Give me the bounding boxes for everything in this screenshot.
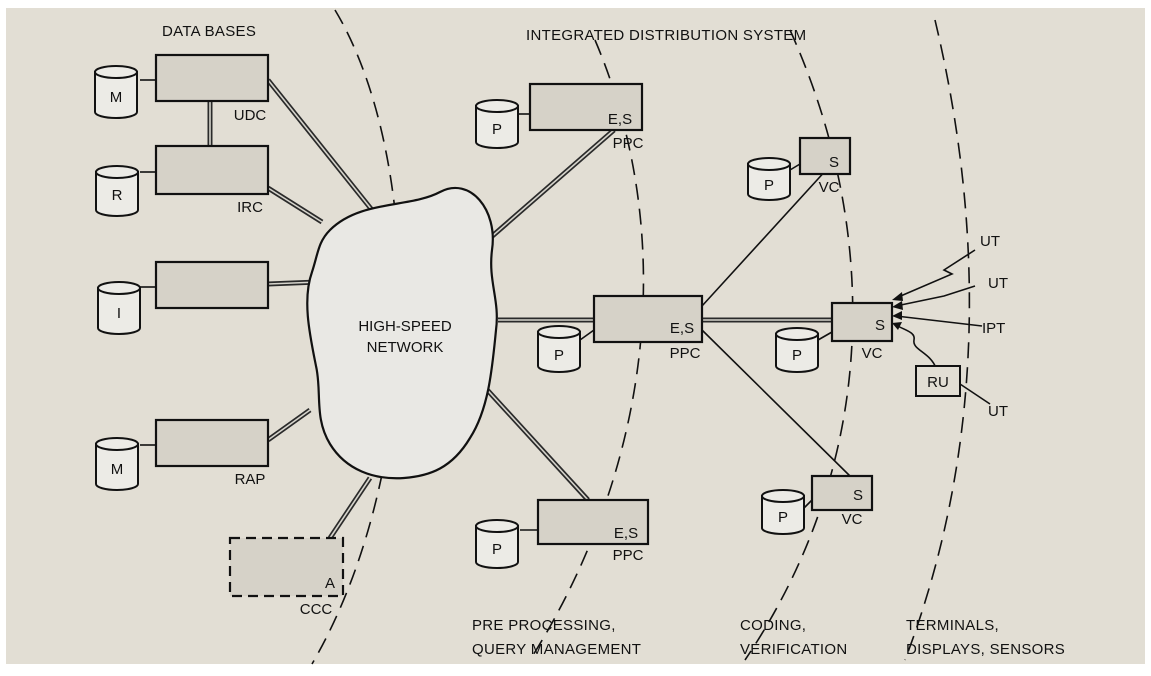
- node-label: VC: [842, 511, 863, 528]
- section-coding-line1: CODING,: [740, 617, 806, 634]
- vc-top: P S VC: [747, 136, 852, 201]
- node-label: VC: [862, 345, 883, 362]
- disk-icon: [475, 519, 519, 569]
- node-tag: E,S: [608, 111, 632, 128]
- section-integrated-distribution-system: INTEGRATED DISTRIBUTION SYSTEM: [526, 27, 806, 44]
- disk-label: P: [492, 121, 502, 138]
- disk-label: M: [110, 89, 123, 106]
- ppc-middle: P E,S PPC: [537, 294, 704, 373]
- node-tag: S: [853, 487, 863, 504]
- node-tag: S: [875, 317, 885, 334]
- remote-unit: RU: [915, 365, 961, 397]
- disk-label: R: [112, 187, 123, 204]
- node-label: RAP: [235, 471, 266, 488]
- database-ccc: A CCC: [228, 536, 345, 618]
- node-label: IRC: [237, 199, 263, 216]
- high-speed-network: HIGH-SPEED NETWORK: [306, 186, 498, 480]
- node-label: PPC: [613, 547, 644, 564]
- disk-icon: [94, 65, 138, 119]
- disk-label: P: [492, 541, 502, 558]
- section-databases: DATA BASES: [162, 23, 256, 40]
- terminal-ut-2: UT: [988, 275, 1008, 292]
- disk-label: P: [778, 509, 788, 526]
- terminal-ut-1: UT: [980, 233, 1000, 250]
- link-ppc-vc-bottom: [701, 329, 853, 479]
- database-irc: R IRC: [95, 144, 270, 217]
- disk-label: P: [792, 347, 802, 364]
- database-i: I: [97, 260, 270, 335]
- disk-label: M: [111, 461, 124, 478]
- disk-label: P: [764, 177, 774, 194]
- disk-icon: [95, 437, 139, 491]
- remote-unit-label: RU: [927, 374, 949, 391]
- zone-arc-preprocessing: [529, 39, 645, 661]
- section-preprocessing-line1: PRE PROCESSING,: [472, 617, 616, 634]
- node-label: VC: [819, 179, 840, 196]
- node-label: CCC: [300, 601, 333, 618]
- terminal-ut-3: UT: [988, 403, 1008, 420]
- vc-middle: P S VC: [775, 301, 894, 373]
- vc-bottom: P S VC: [761, 474, 874, 535]
- network-label-line2: NETWORK: [367, 339, 444, 356]
- section-preprocessing-line2: QUERY MANAGEMENT: [472, 641, 641, 658]
- disk-icon: [761, 489, 805, 535]
- section-coding-line2: VERIFICATION: [740, 641, 848, 658]
- disk-icon: [95, 165, 139, 217]
- link-ppc-vc-top: [701, 167, 829, 307]
- disk-icon: [747, 157, 791, 201]
- disk-label: I: [117, 305, 121, 322]
- terminal-ipt: IPT: [982, 320, 1005, 337]
- network-label-line1: HIGH-SPEED: [358, 318, 452, 335]
- node-tag: A: [325, 575, 335, 592]
- disk-icon: [475, 99, 519, 149]
- disk-icon: [97, 281, 141, 335]
- disk-label: P: [554, 347, 564, 364]
- database-udc: M UDC: [94, 53, 270, 124]
- ppc-bottom: P E,S PPC: [475, 498, 650, 569]
- node-label: PPC: [670, 345, 701, 362]
- terminal-links: [892, 249, 991, 405]
- ppc-top: P E,S PPC: [475, 82, 644, 152]
- section-terminals-line1: TERMINALS,: [906, 617, 999, 634]
- zone-arc-coding: [744, 29, 854, 661]
- section-terminals-line2: DISPLAYS, SENSORS: [906, 641, 1065, 658]
- disk-icon: [775, 327, 819, 373]
- zone-arc-terminals: [904, 19, 971, 661]
- network-links: [207, 78, 832, 540]
- node-tag: S: [829, 154, 839, 171]
- zone-arc-network: [311, 9, 401, 665]
- node-label: UDC: [234, 107, 267, 124]
- node-label: PPC: [613, 135, 644, 152]
- node-tag: E,S: [670, 320, 694, 337]
- disk-icon: [537, 325, 581, 373]
- node-tag: E,S: [614, 525, 638, 542]
- database-rap: M RAP: [95, 418, 270, 491]
